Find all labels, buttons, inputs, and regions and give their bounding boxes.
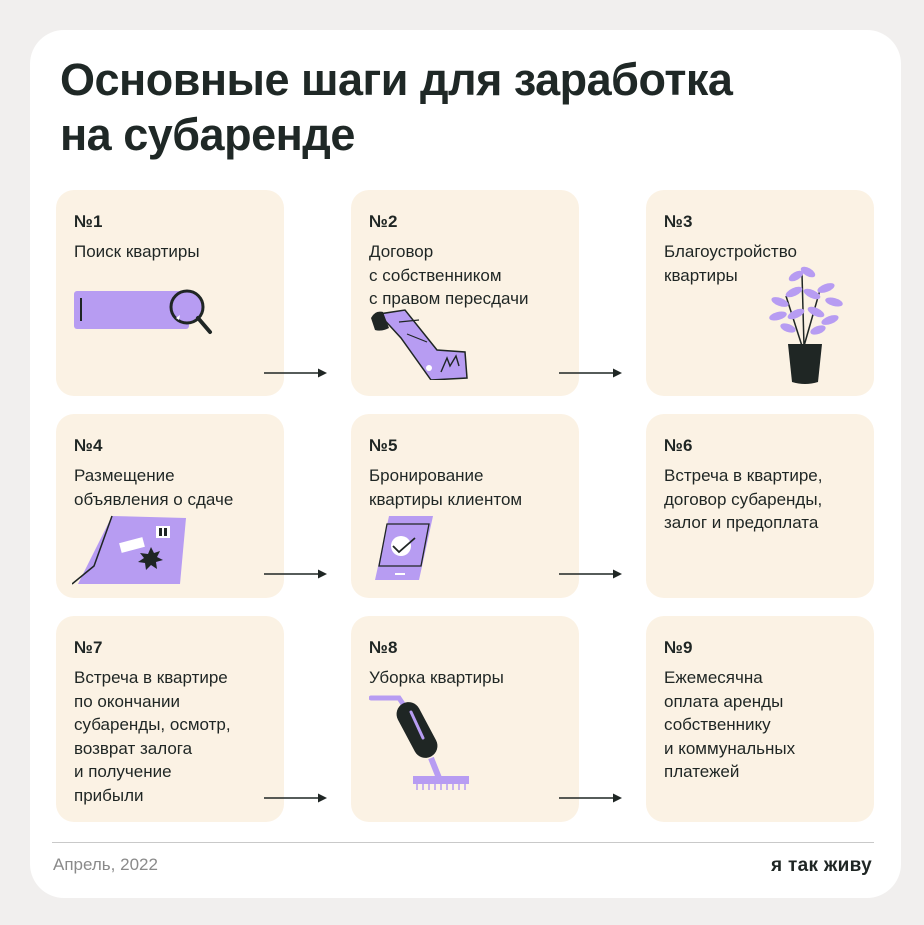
- vacuum-cleaner-icon: [369, 695, 469, 790]
- step-text-line: Уборка квартиры: [369, 668, 504, 687]
- step-text-line: с собственником: [369, 265, 502, 285]
- arrow-right-icon: [264, 368, 327, 378]
- step-text-line: по окончании: [74, 691, 181, 711]
- step-8-card: №8 Уборка квартиры: [351, 616, 579, 822]
- step-number: №7: [74, 638, 103, 657]
- step-text-line: собственнику: [664, 715, 771, 734]
- step-text: Ежемесячна оплата аренды собственнику и …: [664, 666, 869, 784]
- step-9-card: №9 Ежемесячна оплата аренды собственнику…: [646, 616, 874, 822]
- step-text: Договор с собственником с правом пересда…: [369, 240, 574, 311]
- step-text: Встреча в квартире, договор субаренды, з…: [664, 464, 869, 535]
- step-text-line: Договор: [369, 242, 434, 261]
- step-text-line: возврат залога: [74, 738, 193, 758]
- step-7-card: №7 Встреча в квартире по окончании субар…: [56, 616, 284, 822]
- step-text: Размещение объявления о сдаче: [74, 464, 279, 511]
- step-text: Бронирование квартиры клиентом: [369, 464, 574, 511]
- step-text-line: договор субаренды,: [664, 489, 823, 509]
- step-1-card: №1 Поиск квартиры: [56, 190, 284, 396]
- step-text-line: Размещение: [74, 466, 175, 485]
- title-line-1: Основные шаги для заработка: [60, 54, 733, 105]
- page-title: Основные шаги для заработка на субаренде: [60, 52, 733, 162]
- step-4-card: №4 Размещение объявления о сдаче: [56, 414, 284, 598]
- step-text-line: с правом пересдачи: [369, 289, 529, 308]
- step-text-line: квартиры клиентом: [369, 489, 523, 509]
- step-number: №3: [664, 212, 693, 231]
- step-number: №5: [369, 436, 398, 455]
- step-text-line: залог и предоплата: [664, 513, 819, 532]
- step-text-line: и коммунальных: [664, 738, 796, 758]
- step-text-line: и получение: [74, 762, 172, 781]
- potted-plant-icon: [769, 266, 843, 384]
- step-text-line: оплата аренды: [664, 691, 784, 711]
- arrow-right-icon: [264, 569, 327, 579]
- step-5-card: №5 Бронирование квартиры клиентом: [351, 414, 579, 598]
- step-number: №4: [74, 436, 103, 455]
- step-text: Уборка квартиры: [369, 666, 574, 690]
- step-number: №1: [74, 212, 103, 231]
- arrow-right-icon: [264, 793, 327, 803]
- step-6-card: №6 Встреча в квартире, договор субаренды…: [646, 414, 874, 598]
- contract-document-icon: [371, 309, 468, 380]
- step-number: №2: [369, 212, 398, 231]
- footer-divider: [52, 842, 874, 843]
- step-text: Поиск квартиры: [74, 240, 279, 264]
- title-line-2: на субаренде: [60, 109, 355, 160]
- step-text-line: квартиры: [664, 265, 738, 285]
- step-3-card: №3 Благоустройство квартиры: [646, 190, 874, 396]
- step-text-line: прибыли: [74, 785, 144, 805]
- step-number: №9: [664, 638, 693, 657]
- step-text-line: Встреча в квартире: [74, 668, 228, 687]
- arrow-right-icon: [559, 368, 622, 378]
- step-text-line: Бронирование: [369, 466, 484, 485]
- listing-ad-laptop-icon: [72, 515, 186, 585]
- step-text-line: Встреча в квартире,: [664, 466, 823, 485]
- brand-logo: я так живу: [771, 855, 872, 876]
- step-text-line: объявления о сдаче: [74, 489, 234, 509]
- publication-date: Апрель, 2022: [53, 855, 158, 874]
- step-text-line: субаренды, осмотр,: [74, 715, 231, 734]
- step-text: Встреча в квартире по окончании субаренд…: [74, 666, 279, 807]
- step-number: №6: [664, 436, 693, 455]
- step-text-line: Ежемесячна: [664, 668, 763, 687]
- search-bar-icon: [74, 289, 212, 334]
- arrow-right-icon: [559, 569, 622, 579]
- step-2-card: №2 Договор с собственником с правом пере…: [351, 190, 579, 396]
- step-text-line: платежей: [664, 762, 740, 781]
- arrow-right-icon: [559, 793, 622, 803]
- phone-booking-icon: [375, 516, 433, 580]
- step-number: №8: [369, 638, 398, 657]
- step-text-line: Поиск квартиры: [74, 242, 200, 261]
- step-text-line: Благоустройство: [664, 242, 798, 261]
- step-text: Благоустройство квартиры: [664, 240, 869, 287]
